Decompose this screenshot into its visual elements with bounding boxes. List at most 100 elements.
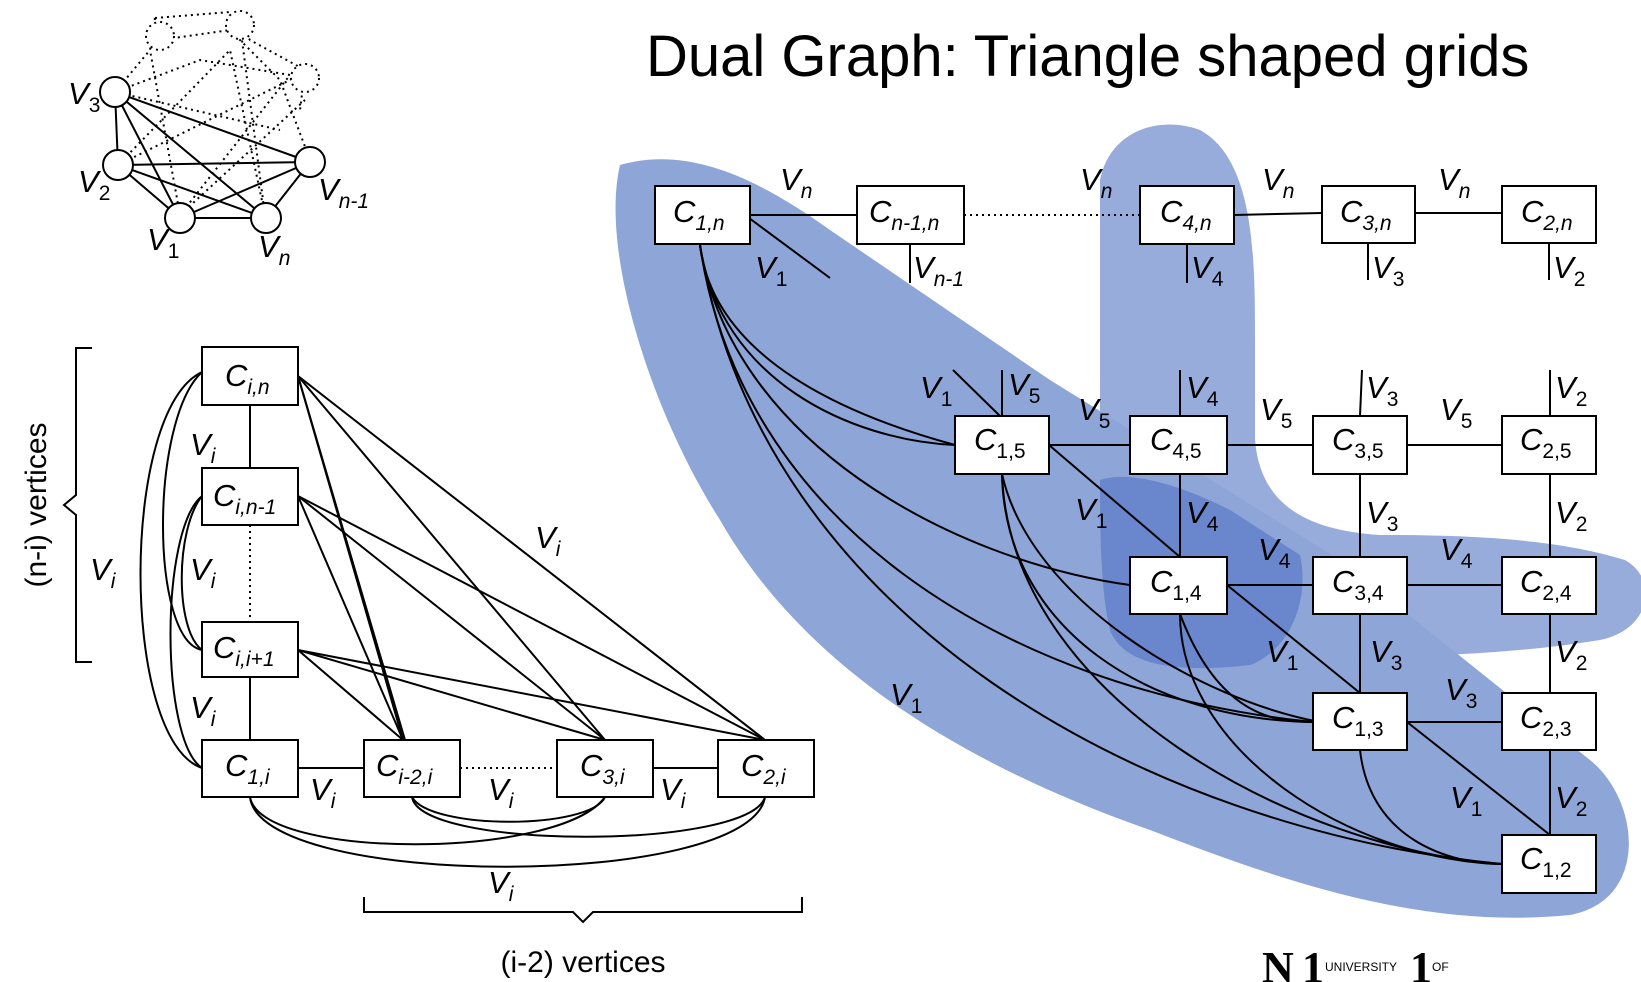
svg-text:Vn: Vn xyxy=(1262,162,1294,203)
svg-text:C1,i: C1,i xyxy=(225,748,271,789)
right-node-c-3-4: C3,4 xyxy=(1312,556,1408,615)
small-graph-solid-edges xyxy=(114,91,311,219)
right-node-c-2-3: C2,3 xyxy=(1501,692,1597,751)
svg-text:Ci-2,i: Ci-2,i xyxy=(376,748,434,789)
svg-text:C2,n: C2,n xyxy=(1521,194,1573,235)
svg-text:C4,5: C4,5 xyxy=(1150,422,1202,463)
svg-text:C3,i: C3,i xyxy=(580,748,626,789)
svg-text:Vi: Vi xyxy=(488,865,515,906)
svg-text:V5: V5 xyxy=(1440,392,1472,433)
svg-text:V2: V2 xyxy=(1555,634,1587,675)
small-graph-node-top-2 xyxy=(225,10,255,40)
svg-text:C3,4: C3,4 xyxy=(1332,564,1384,605)
small-graph-label-v3: V3 xyxy=(68,76,100,117)
svg-text:C1,4: C1,4 xyxy=(1150,564,1202,605)
svg-text:V2: V2 xyxy=(1555,370,1587,411)
svg-text:V4: V4 xyxy=(1258,532,1291,573)
small-graph-label-v1: V1 xyxy=(147,222,179,263)
left-node-c-i-i1: Ci,i+1 xyxy=(201,621,299,678)
right-node-c-1-2: C1,2 xyxy=(1501,834,1597,894)
svg-text:V4: V4 xyxy=(1186,495,1219,536)
svg-text:Vn: Vn xyxy=(1438,162,1470,203)
small-graph: V3 V2 V1 Vn Vn-1 xyxy=(68,10,369,270)
svg-text:C2,i: C2,i xyxy=(741,748,787,789)
svg-text:Vi: Vi xyxy=(190,690,217,731)
svg-text:V5: V5 xyxy=(1078,392,1110,433)
small-graph-dotted-edges xyxy=(114,10,311,216)
highlight-regions xyxy=(615,124,1641,918)
right-node-c-4-n: C4,n xyxy=(1139,185,1235,245)
small-graph-node-v3 xyxy=(99,76,131,108)
left-node-c-1-i: C1,i xyxy=(201,739,299,798)
svg-text:Vi: Vi xyxy=(660,772,687,813)
small-graph-node-vn-1 xyxy=(294,146,326,178)
small-graph-node-vn xyxy=(250,202,282,234)
svg-text:V4: V4 xyxy=(1440,532,1473,573)
small-graph-node-v1 xyxy=(164,202,196,234)
svg-text:Vi: Vi xyxy=(310,772,337,813)
svg-text:V3: V3 xyxy=(1366,495,1398,536)
svg-text:V5: V5 xyxy=(1260,392,1292,433)
svg-text:C1,n: C1,n xyxy=(673,194,725,235)
left-diagram-edges xyxy=(139,371,766,868)
svg-text:V4: V4 xyxy=(1191,250,1224,291)
left-node-c-2-i: C2,i xyxy=(717,739,815,798)
small-graph-node-top-1 xyxy=(145,21,175,51)
svg-text:Vn: Vn xyxy=(1080,162,1112,203)
svg-text:Vi: Vi xyxy=(190,427,217,468)
right-node-c-3-5: C3,5 xyxy=(1312,415,1408,475)
left-node-c-i-n: Ci,n xyxy=(201,346,299,406)
svg-text:C2,4: C2,4 xyxy=(1520,564,1572,605)
svg-text:V1: V1 xyxy=(1450,780,1482,821)
logo-university-text: UNIVERSITY xyxy=(1325,960,1397,974)
svg-text:V1: V1 xyxy=(1075,492,1107,533)
svg-text:V3: V3 xyxy=(1366,370,1398,411)
left-node-c-i-n-1: Ci,n-1 xyxy=(201,467,299,526)
right-edge-labels: Vn Vn Vn Vn V1 Vn-1 V4 V3 V2 V1 V5 V5 V4… xyxy=(755,162,1587,821)
left-node-c-3-i: C3,i xyxy=(556,739,654,798)
svg-text:V3: V3 xyxy=(1370,634,1402,675)
svg-text:C1,5: C1,5 xyxy=(974,422,1026,463)
svg-text:Cn-1,n: Cn-1,n xyxy=(869,194,939,235)
right-node-c-1-n: C1,n xyxy=(654,185,751,245)
svg-text:V2: V2 xyxy=(1555,495,1587,536)
small-graph-node-top-3 xyxy=(290,63,320,93)
svg-text:V1: V1 xyxy=(1266,634,1298,675)
right-diagram-edges xyxy=(699,212,1551,865)
svg-text:Vn-1: Vn-1 xyxy=(913,250,964,291)
side-brace-label: (n-i) vertices xyxy=(20,422,53,587)
logo-mark-1: 1 xyxy=(1302,943,1324,982)
small-graph-label-v2: V2 xyxy=(78,164,110,205)
svg-text:V1: V1 xyxy=(920,370,952,411)
right-node-c-2-5: C2,5 xyxy=(1501,415,1597,475)
right-node-c-n1-n: Cn-1,n xyxy=(856,185,965,245)
svg-text:Vi: Vi xyxy=(190,552,217,593)
svg-text:V3: V3 xyxy=(1372,250,1404,291)
logo-mark-n: N xyxy=(1262,943,1294,982)
svg-text:Ci,n: Ci,n xyxy=(225,358,270,399)
svg-text:C3,n: C3,n xyxy=(1340,194,1392,235)
right-node-c-1-5: C1,5 xyxy=(954,415,1050,475)
svg-text:Vn: Vn xyxy=(780,162,812,203)
svg-text:C3,5: C3,5 xyxy=(1332,422,1384,463)
small-graph-node-v2 xyxy=(102,149,134,181)
right-node-c-3-n: C3,n xyxy=(1321,185,1416,244)
svg-text:V4: V4 xyxy=(1186,370,1219,411)
svg-text:C1,2: C1,2 xyxy=(1520,841,1572,882)
svg-text:C4,n: C4,n xyxy=(1160,194,1212,235)
right-node-c-2-n: C2,n xyxy=(1501,185,1597,244)
svg-text:C2,3: C2,3 xyxy=(1520,700,1572,741)
svg-text:Ci,i+1: Ci,i+1 xyxy=(213,630,275,671)
right-node-c-2-4: C2,4 xyxy=(1501,556,1597,615)
right-node-c-1-4: C1,4 xyxy=(1129,556,1228,615)
svg-text:C2,5: C2,5 xyxy=(1520,422,1572,463)
logo-of-text: OF xyxy=(1432,960,1449,974)
svg-text:V5: V5 xyxy=(1008,367,1040,408)
right-node-c-4-5: C4,5 xyxy=(1129,415,1228,475)
svg-text:Vi: Vi xyxy=(90,552,117,593)
svg-text:V1: V1 xyxy=(890,677,922,718)
svg-text:Vi: Vi xyxy=(535,520,562,561)
right-node-c-1-3: C1,3 xyxy=(1312,692,1408,751)
left-node-c-i2-i: Ci-2,i xyxy=(363,739,461,798)
